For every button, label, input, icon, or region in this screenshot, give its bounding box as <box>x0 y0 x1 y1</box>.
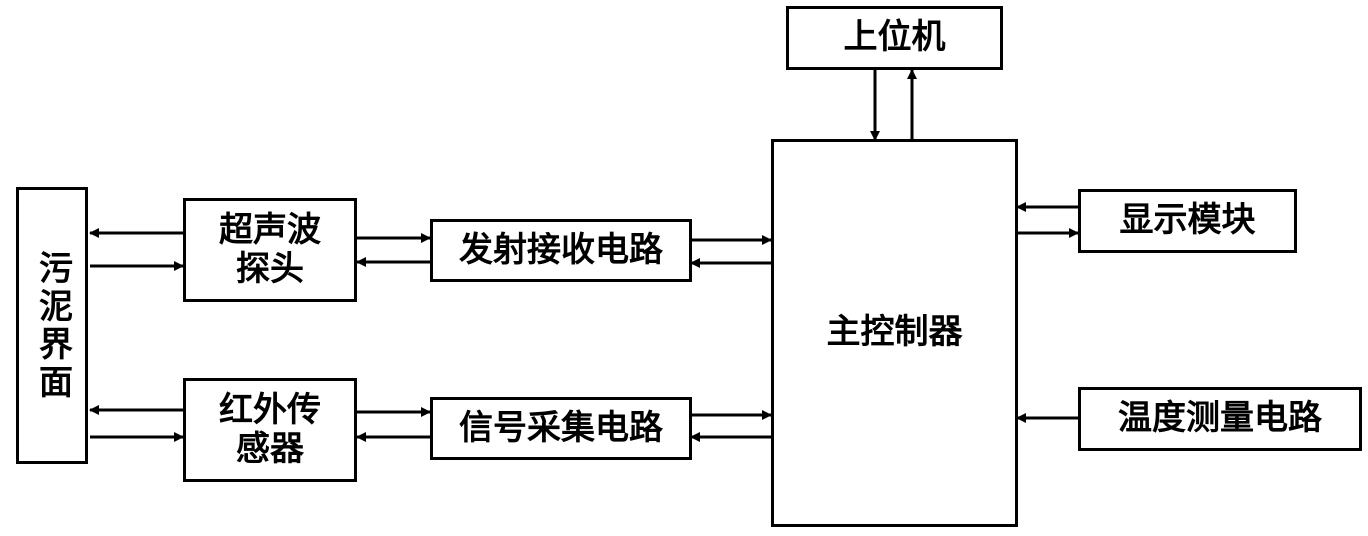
main-controller-block: 主控制器 <box>771 139 1018 527</box>
sludge-interface-block: 污泥界面 <box>16 187 88 464</box>
ultrasonic-probe-block: 超声波 探头 <box>183 198 357 302</box>
display-module-label: 显示模块 <box>1119 200 1256 241</box>
host-computer-block: 上位机 <box>786 6 1003 70</box>
tx-rx-circuit-block: 发射接收电路 <box>430 219 692 282</box>
tx-rx-circuit-label: 发射接收电路 <box>459 229 663 270</box>
temperature-circuit-block: 温度测量电路 <box>1078 387 1362 451</box>
main-controller-label: 主控制器 <box>826 312 963 353</box>
sludge-interface-label: 污泥界面 <box>32 249 73 402</box>
signal-acquisition-block: 信号采集电路 <box>430 397 692 460</box>
display-module-block: 显示模块 <box>1078 189 1297 253</box>
host-computer-label: 上位机 <box>843 17 946 58</box>
infrared-sensor-block: 红外传 感器 <box>183 378 357 482</box>
ultrasonic-probe-label: 超声波 探头 <box>219 209 321 289</box>
signal-acquisition-label: 信号采集电路 <box>459 407 663 448</box>
temperature-circuit-label: 温度测量电路 <box>1118 398 1322 439</box>
infrared-sensor-label: 红外传 感器 <box>219 389 321 469</box>
